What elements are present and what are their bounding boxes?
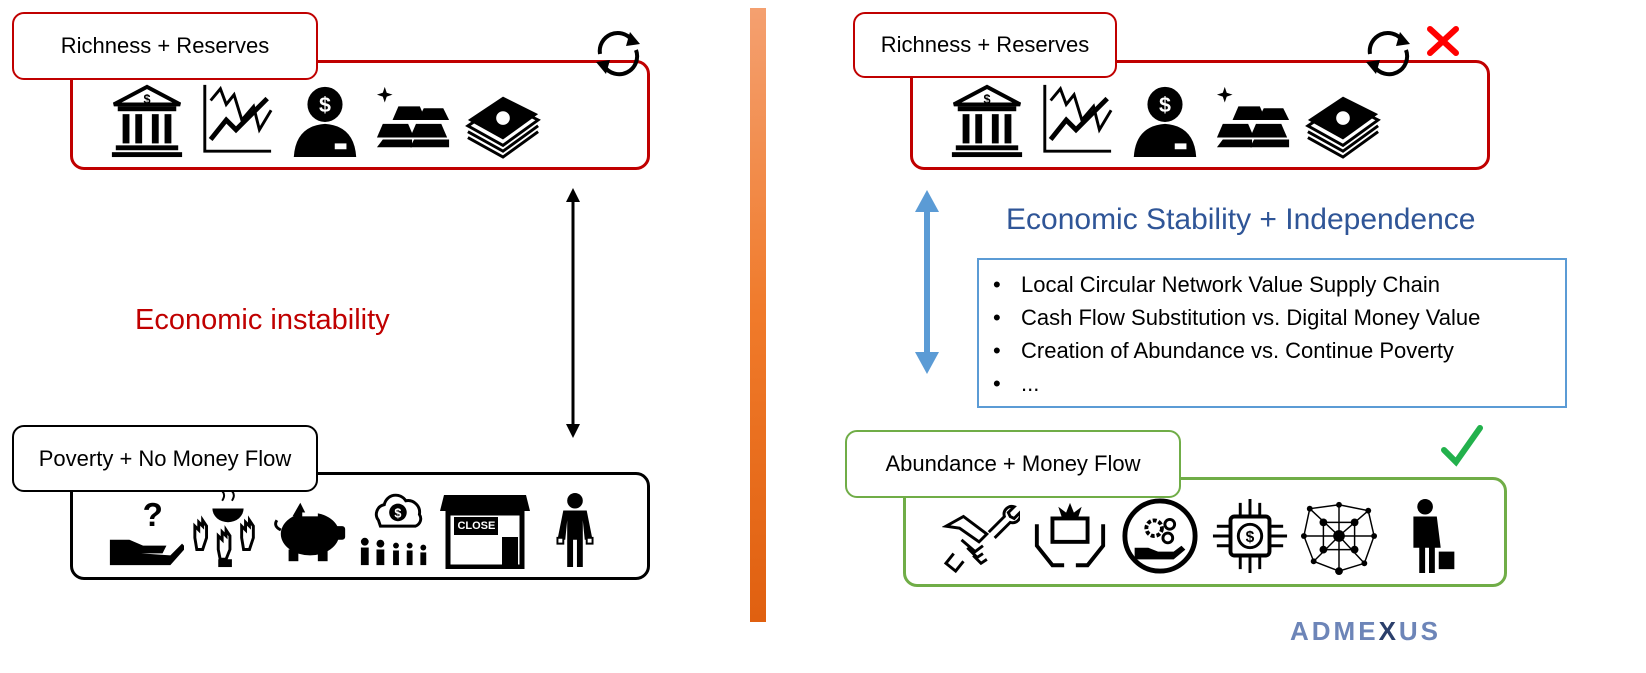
svg-text:$: $ (394, 506, 401, 520)
hand-gears-icon (1122, 498, 1198, 574)
benefits-list: Local Circular Network Value Supply Chai… (977, 258, 1567, 408)
right-abundance-panel: $ (903, 477, 1507, 587)
economic-instability-text: Economic instability (135, 304, 390, 336)
hand-question-icon: ? (109, 497, 184, 566)
bank-icon: $ (952, 84, 1023, 158)
money-stack-icon (1304, 96, 1381, 159)
network-people-icon (1301, 501, 1378, 575)
gold-bars-icon (1216, 86, 1289, 148)
store-closed-icon: CLOSE (440, 491, 531, 570)
hands-box-icon (1035, 502, 1106, 568)
gold-bars-icon (376, 86, 449, 148)
svg-text:$: $ (1159, 93, 1171, 117)
businessman-money-icon: $ (293, 86, 357, 158)
money-stack-icon (464, 96, 541, 159)
handshake-wrench-icon (941, 504, 1020, 574)
piggy-bank-icon (274, 502, 346, 562)
digital-money-chip-icon: $ (1212, 498, 1287, 574)
businessman-briefcase-icon (1413, 498, 1455, 574)
man-empty-pockets-icon (556, 492, 594, 568)
left-richness-panel: $ $ (70, 60, 650, 170)
admexus-logo: ADMEXUS (1290, 616, 1442, 646)
red-cross-icon (1427, 26, 1459, 56)
store-close-sign: CLOSE (457, 520, 496, 532)
list-item: Local Circular Network Value Supply Chai… (993, 268, 1565, 301)
crowd-money-thought-icon: $ (360, 493, 427, 566)
growth-chart-icon (1043, 84, 1113, 153)
growth-chart-icon (203, 84, 273, 153)
hands-bowl-icon (193, 491, 256, 568)
refresh-cycle-icon (1366, 31, 1410, 77)
right-top-label: Richness + Reserves (853, 12, 1117, 78)
svg-text:$: $ (319, 93, 331, 117)
svg-text:?: ? (143, 497, 163, 534)
businessman-money-icon: $ (1133, 86, 1197, 158)
svg-text:$: $ (144, 92, 151, 106)
refresh-cycle-icon (596, 31, 640, 77)
blue-double-arrow (915, 190, 939, 374)
left-top-label: Richness + Reserves (12, 12, 318, 80)
vertical-divider (750, 8, 766, 622)
green-check-icon (1441, 425, 1483, 467)
bank-icon: $ (112, 84, 183, 158)
left-poverty-panel: ? $ CLOSE (70, 472, 650, 580)
right-richness-panel: $ $ (910, 60, 1490, 170)
svg-text:$: $ (1245, 529, 1254, 546)
left-bottom-label: Poverty + No Money Flow (12, 425, 318, 492)
svg-text:$: $ (984, 92, 991, 106)
right-bottom-label: Abundance + Money Flow (845, 430, 1181, 498)
list-item: ... (993, 367, 1565, 400)
stability-title: Economic Stability + Independence (1006, 203, 1476, 236)
list-item: Cash Flow Substitution vs. Digital Money… (993, 301, 1565, 334)
list-item: Creation of Abundance vs. Continue Pover… (993, 334, 1565, 367)
vertical-double-arrow (566, 188, 580, 438)
